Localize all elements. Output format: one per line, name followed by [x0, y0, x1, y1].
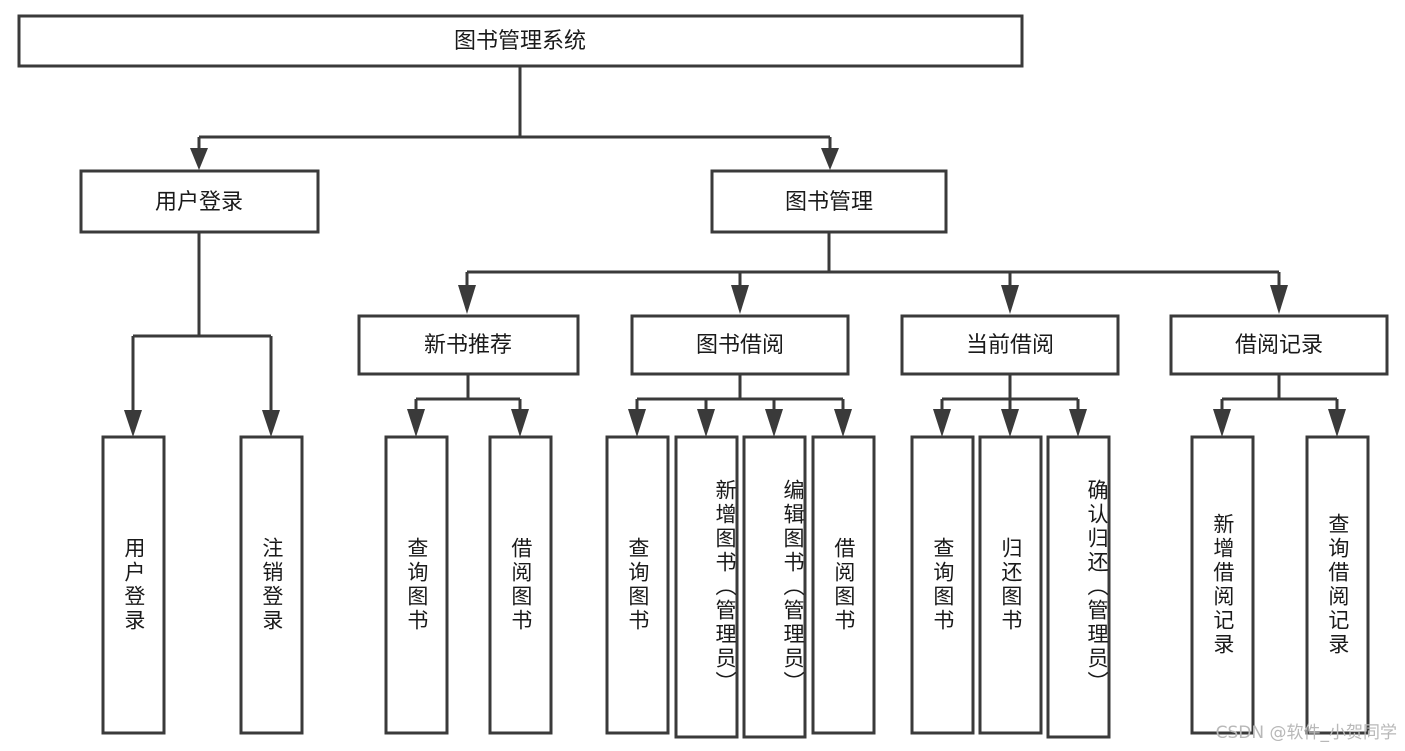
leaf-box-user-login[interactable] [101, 435, 166, 735]
arrow-cb-leaf-2 [1001, 409, 1019, 437]
leaf-label-bb-query-book: 查询图书 [625, 537, 650, 633]
leaf-box-nb-borrow-book[interactable] [488, 435, 553, 735]
leaf-box-bb-query-book[interactable] [605, 435, 670, 735]
leaf-label-bb-borrow-book: 借阅图书 [831, 537, 856, 633]
node-borrow-record[interactable]: 借阅记录 [1169, 314, 1389, 376]
arrow-user-login [190, 148, 208, 170]
leaf-box-nb-query-book[interactable] [384, 435, 449, 735]
node-book-borrow[interactable]: 图书借阅 [630, 314, 850, 376]
leaf-box-cb-return-book[interactable] [978, 435, 1043, 735]
current-borrow-label: 当前借阅 [966, 333, 1054, 358]
leaf-label-nb-query-book: 查询图书 [404, 537, 429, 633]
arrow-bb-leaf-4 [834, 409, 852, 437]
leaf-label-br-query-record: 查询借阅记录 [1325, 513, 1350, 657]
arrow-nb-leaf-1 [407, 409, 425, 437]
node-root[interactable]: 图书管理系统 [17, 14, 1024, 68]
arrow-leaf-user-login [124, 410, 142, 437]
user-login-label: 用户登录 [155, 190, 243, 215]
leaf-label-bb-edit-book: 编辑图书（管理员） [781, 479, 805, 695]
arrow-new-book [458, 285, 476, 314]
node-current-borrow[interactable]: 当前借阅 [900, 314, 1120, 376]
arrow-cb-leaf-1 [933, 409, 951, 437]
arrow-bb-leaf-1 [628, 409, 646, 437]
arrow-cb-leaf-3 [1069, 409, 1087, 437]
node-new-book-recommend[interactable]: 新书推荐 [357, 314, 580, 376]
leaf-box-logout[interactable] [239, 435, 304, 735]
leaf-box-cb-query-book[interactable] [910, 435, 975, 735]
leaf-box-br-query-record[interactable] [1305, 435, 1370, 735]
arrow-book-borrow [731, 285, 749, 314]
arrow-br-leaf-2 [1328, 409, 1346, 437]
arrow-borrow-record [1270, 285, 1288, 314]
borrow-record-label: 借阅记录 [1235, 333, 1323, 358]
book-borrow-box [630, 314, 850, 376]
arrow-current-borrow [1001, 285, 1019, 314]
leaf-label-nb-borrow-book: 借阅图书 [508, 537, 533, 633]
root-box [17, 14, 1024, 68]
leaf-box-bb-add-book[interactable] [674, 435, 739, 739]
new-book-recommend-label: 新书推荐 [424, 333, 512, 358]
arrow-leaf-logout [262, 410, 280, 437]
leaf-label-br-add-record: 新增借阅记录 [1210, 513, 1235, 657]
node-book-manage[interactable]: 图书管理 [710, 169, 948, 234]
node-user-login[interactable]: 用户登录 [79, 169, 320, 234]
leaf-box-bb-borrow-book[interactable] [811, 435, 876, 735]
leaf-box-cb-confirm-return[interactable] [1046, 435, 1111, 739]
leaf-label-cb-query-book: 查询图书 [930, 537, 955, 633]
leaf-label-logout: 注销登录 [259, 537, 284, 633]
arrow-book-manage [821, 148, 839, 170]
leaf-label-bb-add-book: 新增图书（管理员） [713, 479, 737, 695]
leaf-box-bb-edit-book[interactable] [742, 435, 807, 739]
arrow-bb-leaf-2 [697, 409, 715, 437]
csdn-watermark: CSDN @软件_小贺同学 [1215, 723, 1397, 743]
current-borrow-box [900, 314, 1120, 376]
arrow-br-leaf-1 [1213, 409, 1231, 437]
book-borrow-label: 图书借阅 [696, 333, 784, 358]
new-book-recommend-box [357, 314, 580, 376]
arrow-bb-leaf-3 [765, 409, 783, 437]
leaf-label-cb-confirm-return: 确认归还（管理员） [1085, 479, 1109, 695]
root-label: 图书管理系统 [454, 29, 586, 54]
leaf-label-user-login: 用户登录 [121, 537, 146, 633]
leaf-box-br-add-record[interactable] [1190, 435, 1255, 735]
book-manage-label: 图书管理 [785, 190, 873, 215]
arrow-nb-leaf-2 [511, 409, 529, 437]
leaf-label-cb-return-book: 归还图书 [998, 537, 1023, 633]
